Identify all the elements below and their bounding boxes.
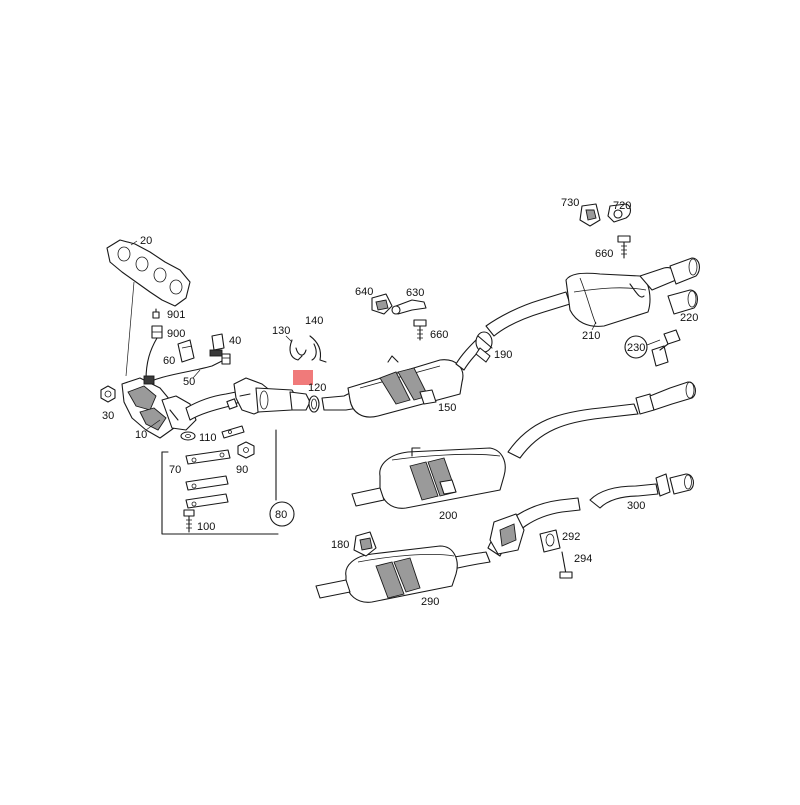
highlight-box-120 bbox=[293, 370, 313, 385]
leader-20 bbox=[125, 281, 135, 377]
sensor-40 bbox=[209, 333, 225, 357]
clamp-292 bbox=[539, 529, 561, 553]
exhaust-manifold bbox=[121, 377, 197, 439]
part-number-90: 90 bbox=[236, 464, 248, 476]
part-number-100: 100 bbox=[197, 521, 215, 533]
callout-80 bbox=[269, 501, 295, 527]
part-number-630: 630 bbox=[406, 287, 424, 299]
washer-110 bbox=[180, 431, 196, 441]
part-number-190: 190 bbox=[494, 349, 512, 361]
sensor-40-tip bbox=[221, 353, 231, 365]
part-number-140: 140 bbox=[305, 315, 323, 327]
strap-b bbox=[185, 493, 229, 509]
part-number-10: 10 bbox=[135, 429, 147, 441]
front-pipe-catalyst bbox=[185, 377, 311, 421]
bracket-group-80 bbox=[161, 429, 279, 535]
part-number-150: 150 bbox=[438, 402, 456, 414]
bracket-60 bbox=[177, 339, 195, 363]
part-number-290: 290 bbox=[421, 596, 439, 608]
tailpipe-300 bbox=[589, 473, 695, 509]
tailpipe-tip-220 bbox=[667, 289, 699, 315]
intermediate-pipe bbox=[485, 291, 571, 337]
nut-90 bbox=[237, 441, 255, 459]
part-number-730: 730 bbox=[561, 197, 579, 209]
bracket-630 bbox=[391, 299, 427, 315]
part-number-130: 130 bbox=[272, 325, 290, 337]
hanger-720 bbox=[607, 203, 632, 223]
part-number-120: 120 bbox=[308, 382, 326, 394]
sensor-wire bbox=[145, 337, 158, 381]
bolt-660-front bbox=[413, 319, 427, 341]
callout-230 bbox=[624, 335, 648, 359]
oxygen-sensor-901 bbox=[152, 308, 160, 319]
gasket-ring-120 bbox=[308, 395, 320, 413]
part-number-300: 300 bbox=[627, 500, 645, 512]
part-number-70: 70 bbox=[169, 464, 181, 476]
nut-30 bbox=[100, 385, 116, 403]
muffler-200 bbox=[351, 447, 506, 509]
part-number-294: 294 bbox=[574, 553, 592, 565]
part-number-660-front: 660 bbox=[430, 329, 448, 341]
rubber-mount-730 bbox=[579, 203, 601, 227]
sensor-plug bbox=[143, 375, 155, 385]
rubber-mount-180 bbox=[353, 531, 377, 557]
part-number-660-rear: 660 bbox=[595, 248, 613, 260]
part-number-180: 180 bbox=[331, 539, 349, 551]
strap-70 bbox=[185, 449, 231, 465]
strap-a bbox=[185, 475, 229, 491]
tailpipe-tip-upper bbox=[669, 257, 701, 285]
clamp-230 bbox=[651, 329, 681, 367]
sensor-clip-900 bbox=[151, 325, 163, 339]
part-number-60: 60 bbox=[163, 355, 175, 367]
center-muffler-150 bbox=[321, 337, 487, 418]
lower-tailpipe bbox=[649, 381, 697, 411]
part-number-640: 640 bbox=[355, 286, 373, 298]
part-number-40: 40 bbox=[229, 335, 241, 347]
part-number-292: 292 bbox=[562, 531, 580, 543]
resonator-mid bbox=[489, 513, 525, 555]
part-number-20: 20 bbox=[140, 235, 152, 247]
part-number-80: 80 bbox=[275, 509, 287, 521]
part-number-30: 30 bbox=[102, 410, 114, 422]
part-number-720: 720 bbox=[613, 200, 631, 212]
sensor-wire-50 bbox=[153, 359, 225, 381]
bolt-294 bbox=[559, 551, 573, 579]
part-number-110: 110 bbox=[199, 432, 217, 444]
muffler-290 bbox=[315, 545, 458, 603]
part-number-210: 210 bbox=[582, 330, 600, 342]
rubber-mount-640 bbox=[371, 293, 393, 315]
part-number-200: 200 bbox=[439, 510, 457, 522]
hanger-130 bbox=[289, 339, 307, 361]
bolt-100 bbox=[183, 509, 195, 533]
part-number-220: 220 bbox=[680, 312, 698, 324]
part-number-901: 901 bbox=[167, 309, 185, 321]
lower-intermediate-pipe bbox=[507, 403, 639, 459]
rear-muffler-210 bbox=[565, 267, 677, 327]
hanger-140 bbox=[309, 335, 327, 363]
clamp-190 bbox=[475, 331, 493, 363]
manifold-gasket bbox=[106, 239, 191, 307]
part-number-230: 230 bbox=[627, 342, 645, 354]
part-number-900: 900 bbox=[167, 328, 185, 340]
part-number-50: 50 bbox=[183, 376, 195, 388]
bolt-660-rear bbox=[617, 235, 631, 259]
strap-110 bbox=[221, 425, 245, 439]
